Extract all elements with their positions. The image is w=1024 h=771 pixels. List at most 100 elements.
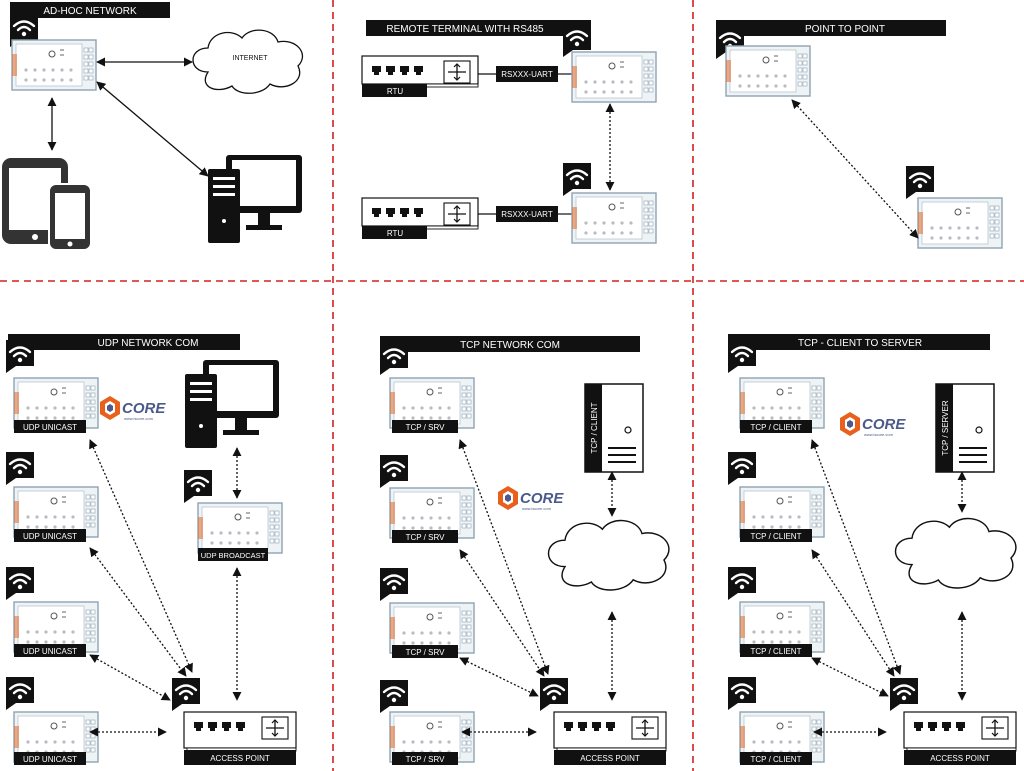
tcp-srv-bar-1	[392, 420, 458, 433]
udp-broadcast-bar	[198, 548, 268, 561]
udp-unicast-bar-3	[14, 644, 86, 657]
tcp-srv-label-4: TCP / SRV	[406, 755, 445, 764]
wifi-module	[725, 45, 811, 97]
wifi-icon	[906, 166, 934, 199]
adhoc-title-bar	[10, 2, 170, 18]
panel-tcp: TCP NETWORK COM TCP / SRV TCP / SRV TCP …	[380, 336, 670, 765]
udp-title: UDP NETWORK COM	[98, 338, 199, 349]
link-tcpcs-1	[810, 439, 902, 675]
rtu-2-label: RTU	[387, 229, 404, 238]
tcpcs-title: TCP - CLIENT TO SERVER	[798, 338, 922, 349]
svg-text:www.iscore.com: www.iscore.com	[124, 416, 154, 421]
tcpcs-client-bar-1	[740, 420, 812, 433]
tcp-client-server-label: TCP / CLIENT	[590, 402, 599, 453]
rtu-1-label-bar	[362, 84, 427, 97]
desktop-icon	[185, 360, 279, 448]
link-tcpcs-2	[811, 549, 895, 677]
wifi-module	[13, 486, 99, 538]
link-udp-1	[89, 439, 193, 673]
udp-unicast-bar-4	[14, 752, 86, 765]
tcp-title: TCP NETWORK COM	[460, 340, 560, 351]
cloud-icon	[894, 517, 1017, 589]
panel-tcpcs: TCP - CLIENT TO SERVER TCP / CLIENT TCP …	[728, 334, 1017, 765]
tcp-srv-label-3: TCP / SRV	[406, 648, 445, 657]
rtu-1-label: RTU	[387, 87, 404, 96]
udp-unicast-label-2: UDP UNICAST	[23, 532, 77, 541]
svg-text:CORE: CORE	[520, 490, 564, 507]
access-point	[183, 711, 297, 752]
svg-text:www.iscore.com: www.iscore.com	[522, 506, 552, 511]
wifi-module	[13, 601, 99, 653]
phone-icon	[48, 183, 92, 251]
svg-text:CORE: CORE	[122, 400, 166, 417]
panel-remote: REMOTE TERMINAL WITH RS485 RTU RSXXX-UAR…	[361, 20, 657, 244]
wifi-module	[739, 601, 825, 653]
link-p2p	[791, 99, 919, 239]
tcpcs-client-bar-2	[740, 529, 812, 542]
internet-label: INTERNET	[233, 55, 269, 62]
wifi-icon	[172, 678, 200, 711]
p2p-title: POINT TO POINT	[805, 24, 885, 35]
tcp-ap-bar	[554, 750, 666, 765]
udp-unicast-bar-1	[14, 420, 86, 433]
tcp-srv-bar-2	[392, 530, 458, 543]
rtu-2	[361, 197, 479, 230]
wifi-icon	[380, 455, 408, 488]
wifi-icon	[728, 677, 756, 710]
tcpcs-title-bar	[728, 334, 990, 350]
tcpcs-ap-label: ACCESS POINT	[930, 754, 990, 763]
uart-1-label: RSXXX-UART	[501, 70, 553, 79]
tcpcs-client-bar-4	[740, 752, 812, 765]
uart-2-label: RSXXX-UART	[501, 210, 553, 219]
udp-unicast-bar-2	[14, 529, 86, 542]
wifi-module	[571, 192, 657, 244]
wifi-icon	[540, 678, 568, 711]
udp-ap-bar	[184, 750, 296, 765]
uart-2-bar	[496, 206, 558, 222]
wifi-icon	[6, 677, 34, 710]
wifi-module	[389, 377, 475, 429]
panel-adhoc: AD-HOC NETWORK INTERNET	[2, 2, 304, 251]
wifi-module	[13, 711, 99, 763]
svg-text:CORE: CORE	[862, 416, 906, 433]
remote-title: REMOTE TERMINAL WITH RS485	[386, 24, 544, 35]
access-point	[553, 711, 667, 752]
link-module-desktop	[96, 81, 209, 177]
wifi-icon	[6, 567, 34, 600]
udp-unicast-label-1: UDP UNICAST	[23, 423, 77, 432]
udp-unicast-label-3: UDP UNICAST	[23, 647, 77, 656]
wifi-icon	[380, 342, 408, 375]
wifi-icon	[890, 678, 918, 711]
tcp-srv-bar-4	[392, 752, 458, 765]
uart-1-bar	[496, 66, 558, 82]
udp-unicast-label-4: UDP UNICAST	[23, 755, 77, 764]
wifi-module	[197, 502, 283, 554]
tcp-srv-label-1: TCP / SRV	[406, 423, 445, 432]
tcpcs-client-bar-3	[740, 644, 812, 657]
tcpcs-client-label-3: TCP / CLIENT	[751, 647, 802, 656]
wifi-icon	[6, 452, 34, 485]
desktop-icon	[208, 155, 302, 243]
link-tcp-3	[459, 657, 539, 697]
access-point	[903, 711, 1017, 752]
wifi-icon	[563, 24, 591, 57]
link-udp-3	[89, 654, 171, 701]
svg-text:www.iscore.com: www.iscore.com	[864, 432, 894, 437]
rtu-1	[361, 55, 479, 88]
tcpcs-client-label-1: TCP / CLIENT	[751, 423, 802, 432]
tcpcs-server-label: TCP / SERVER	[941, 400, 950, 456]
wifi-icon	[728, 567, 756, 600]
wifi-icon	[184, 470, 212, 503]
wifi-icon	[380, 680, 408, 713]
p2p-title-bar	[716, 20, 946, 36]
udp-ap-label: ACCESS POINT	[210, 754, 270, 763]
tcp-srv-bar-3	[392, 645, 458, 658]
tcpcs-client-label-2: TCP / CLIENT	[751, 532, 802, 541]
link-tcpcs-3	[811, 657, 889, 697]
tcp-ap-label: ACCESS POINT	[580, 754, 640, 763]
tcp-srv-label-2: TCP / SRV	[406, 533, 445, 542]
wifi-icon	[6, 340, 34, 373]
